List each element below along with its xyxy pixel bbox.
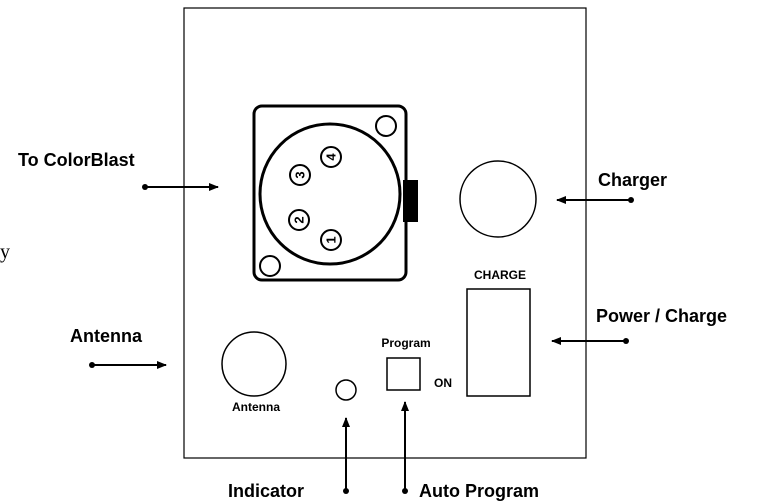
auto-program-label: Auto Program — [419, 481, 539, 501]
cropped-text-fragment: y — [0, 241, 10, 263]
svg-text:3: 3 — [293, 171, 308, 178]
antenna-connector — [221, 331, 287, 397]
xlr-pin-2: 2 — [288, 209, 310, 231]
xlr-pin-3: 3 — [289, 164, 311, 186]
indicator-label: Indicator — [228, 481, 304, 501]
power-charge-switch — [466, 288, 531, 397]
charger-jack — [459, 160, 537, 238]
xlr-screw-bottom-left — [259, 255, 281, 277]
antenna-label: Antenna — [70, 326, 143, 346]
antenna-panel-label: Antenna — [232, 400, 280, 414]
on-label: ON — [434, 376, 452, 390]
xlr-connector: 1 2 3 4 — [252, 104, 418, 282]
program-button — [386, 357, 421, 391]
program-label: Program — [381, 336, 430, 350]
power-charge-label: Power / Charge — [596, 306, 727, 326]
xlr-pin-4: 4 — [320, 146, 342, 168]
charger-label: Charger — [598, 170, 667, 190]
to-colorblast-label: To ColorBlast — [18, 150, 135, 170]
xlr-pin-1: 1 — [320, 229, 342, 251]
indicator-led — [335, 379, 357, 401]
svg-text:1: 1 — [324, 236, 339, 243]
xlr-latch — [403, 180, 418, 222]
xlr-screw-top-right — [375, 115, 397, 137]
svg-text:2: 2 — [292, 216, 307, 223]
charge-label: CHARGE — [474, 268, 526, 282]
svg-text:4: 4 — [324, 153, 339, 161]
